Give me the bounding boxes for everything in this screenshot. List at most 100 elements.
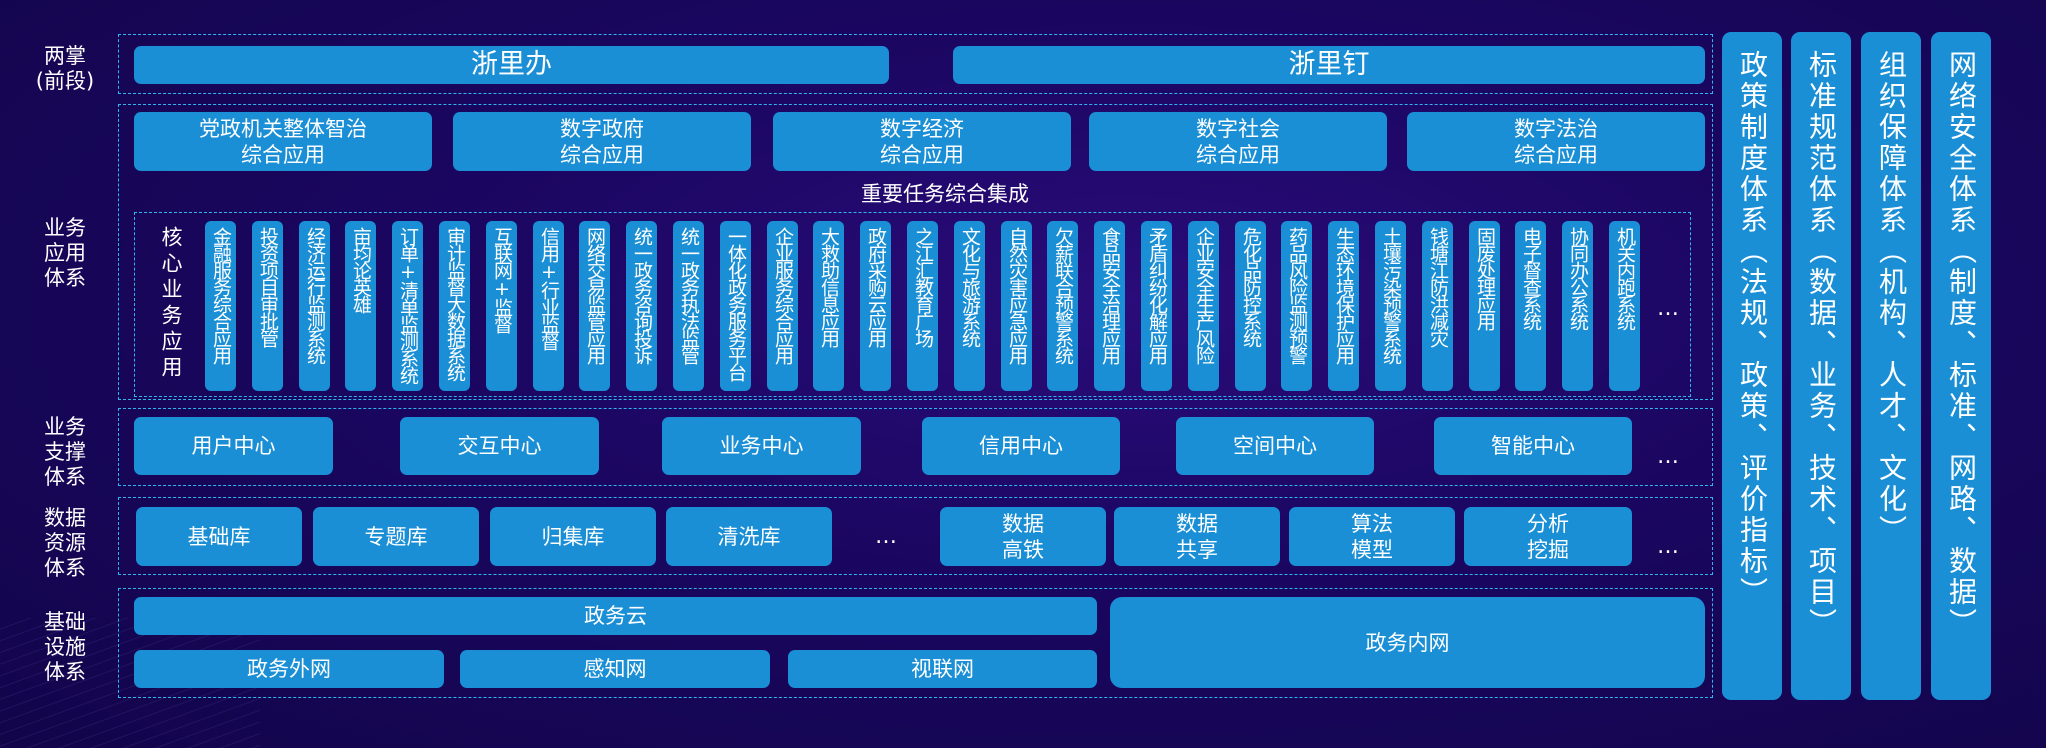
intelligence-center[interactable]: 智能中心 (1434, 417, 1632, 475)
sensing-network[interactable]: 感知网 (460, 650, 770, 688)
government-intranet[interactable]: 政务内网 (1110, 597, 1705, 688)
core-app-item[interactable]: 统一政务咨询投诉 (626, 221, 657, 391)
government-cloud[interactable]: 政务云 (134, 597, 1097, 635)
layer-label-frontend: 两掌 (前段) (15, 44, 115, 94)
core-app-item[interactable]: 矛盾纠纷化解应用 (1141, 221, 1172, 391)
core-app-label: 文化与旅游系统 (959, 227, 981, 346)
core-apps-label: 核心业务应用 (159, 226, 183, 382)
standards-system-column[interactable]: 标准规范体系（数据、业务、技术、项目） (1791, 32, 1851, 700)
app-line: 综合应用 (1514, 142, 1598, 167)
label-line: 体系 (44, 465, 86, 489)
cleansing-library[interactable]: 清洗库 (666, 507, 832, 566)
core-app-item[interactable]: 生态环境保护应用 (1328, 221, 1359, 391)
app-digital-society[interactable]: 数字社会综合应用 (1089, 112, 1387, 171)
core-apps-panel (134, 212, 1691, 397)
core-app-item[interactable]: 电子督查系统 (1515, 221, 1546, 391)
core-app-item[interactable]: 之江汇教育广场 (907, 221, 938, 391)
user-center[interactable]: 用户中心 (134, 417, 333, 475)
core-app-item[interactable]: 统一政务执法监管 (673, 221, 704, 391)
spatial-center[interactable]: 空间中心 (1176, 417, 1374, 475)
core-app-item[interactable]: 食品安全治理应用 (1094, 221, 1125, 391)
app-line: 综合应用 (1196, 142, 1280, 167)
label-line: 设施 (44, 635, 86, 659)
core-app-label: 电子督查系统 (1520, 227, 1542, 329)
app-party-government[interactable]: 党政机关整体智治综合应用 (134, 112, 432, 171)
core-app-label: 一体化政务服务平台 (725, 227, 747, 380)
credit-center[interactable]: 信用中心 (922, 417, 1120, 475)
standards-system-text: 标准规范体系（数据、业务、技术、项目） (1805, 50, 1838, 639)
security-system-column[interactable]: 网络安全体系（制度、标准、网路、数据） (1931, 32, 1991, 700)
core-app-item[interactable]: 金融服务综合应用 (205, 221, 236, 391)
label-line: 两掌 (44, 44, 86, 68)
core-app-item[interactable]: 一体化政务服务平台 (720, 221, 751, 391)
core-app-item[interactable]: 钱塘江防洪减灾 (1422, 221, 1453, 391)
label-line: 资源 (44, 531, 86, 555)
label-line: 体系 (44, 266, 86, 290)
organization-system-column[interactable]: 组织保障体系（机构、人才、文化） (1861, 32, 1921, 700)
app-line: 综合应用 (241, 142, 325, 167)
core-app-label: 生态环境保护应用 (1333, 227, 1355, 363)
layer-label-business-support: 业务 支撑 体系 (15, 415, 115, 490)
app-digital-economy[interactable]: 数字经济综合应用 (773, 112, 1071, 171)
core-app-item[interactable]: 土壤污染预警系统 (1375, 221, 1406, 391)
service-line: 模型 (1351, 537, 1393, 562)
interaction-center[interactable]: 交互中心 (400, 417, 599, 475)
core-app-item[interactable]: 机关内跑系统 (1609, 221, 1640, 391)
label-line: 基础 (44, 610, 86, 634)
core-app-label: 订单+清单监测系统 (397, 227, 419, 383)
core-app-label: 大救助信息应用 (818, 227, 840, 346)
zheliban-box[interactable]: 浙里办 (134, 46, 889, 84)
layer-label-infrastructure: 基础 设施 体系 (15, 610, 115, 685)
service-line: 高铁 (1002, 537, 1044, 562)
government-extranet[interactable]: 政务外网 (134, 650, 444, 688)
core-app-item[interactable]: 订单+清单监测系统 (392, 221, 423, 391)
core-app-item[interactable]: 经济运行监测系统 (299, 221, 330, 391)
collection-library[interactable]: 归集库 (490, 507, 656, 566)
service-line: 共享 (1176, 537, 1218, 562)
core-app-item[interactable]: 自然灾害应急应用 (1001, 221, 1032, 391)
core-app-item[interactable]: 企业服务综合应用 (767, 221, 798, 391)
data-sharing[interactable]: 数据共享 (1114, 507, 1280, 566)
core-app-item[interactable]: 企业安全生产风险 (1188, 221, 1219, 391)
core-app-item[interactable]: 固废处理应用 (1469, 221, 1500, 391)
core-app-item[interactable]: 文化与旅游系统 (954, 221, 985, 391)
core-app-label: 固废处理应用 (1474, 227, 1496, 329)
core-app-item[interactable]: 大救助信息应用 (813, 221, 844, 391)
core-app-item[interactable]: 药品风险监测预警 (1281, 221, 1312, 391)
algorithm-model[interactable]: 算法模型 (1289, 507, 1455, 566)
core-app-item[interactable]: 网络交易监管应用 (579, 221, 610, 391)
core-app-item[interactable]: 投资项目审批管 (252, 221, 283, 391)
app-line: 数字经济 (880, 116, 964, 141)
video-network[interactable]: 视联网 (788, 650, 1097, 688)
data-express[interactable]: 数据高铁 (940, 507, 1106, 566)
core-app-item[interactable]: 政府采购云应用 (860, 221, 891, 391)
core-app-item[interactable]: 欠薪联合预警系统 (1047, 221, 1078, 391)
zheliding-box[interactable]: 浙里钉 (953, 46, 1705, 84)
app-digital-rule-of-law[interactable]: 数字法治综合应用 (1407, 112, 1705, 171)
policy-system-text: 政策制度体系（法规、政策、评价指标） (1736, 50, 1769, 608)
policy-system-column[interactable]: 政策制度体系（法规、政策、评价指标） (1722, 32, 1782, 700)
core-app-item[interactable]: 协同办公系统 (1562, 221, 1593, 391)
core-app-label: 药品风险监测预警 (1286, 227, 1308, 363)
core-app-label: 之江汇教育广场 (912, 227, 934, 346)
app-digital-government[interactable]: 数字政府综合应用 (453, 112, 751, 171)
label-line: 体系 (44, 660, 86, 684)
basic-library[interactable]: 基础库 (136, 507, 302, 566)
core-app-label: 欠薪联合预警系统 (1052, 227, 1074, 363)
core-app-label: 钱塘江防洪减灾 (1427, 227, 1449, 346)
topic-library[interactable]: 专题库 (313, 507, 479, 566)
core-app-item[interactable]: 亩均论英雄 (345, 221, 376, 391)
analysis-mining[interactable]: 分析挖掘 (1464, 507, 1632, 566)
core-app-item[interactable]: 审计监督大数据系统 (439, 221, 470, 391)
core-app-item[interactable]: 互联网+监督 (486, 221, 517, 391)
core-app-label: 统一政务执法监管 (678, 227, 700, 363)
core-app-item[interactable]: 危化品防控系统 (1235, 221, 1266, 391)
support-ellipsis: … (1657, 444, 1679, 469)
core-app-item[interactable]: 信用+行业监督 (533, 221, 564, 391)
layer-label-business-app: 业务 应用 体系 (15, 216, 115, 291)
frontend-panel (118, 34, 1713, 94)
core-app-label: 企业安全生产风险 (1193, 227, 1215, 363)
layer-label-data-resource: 数据 资源 体系 (15, 506, 115, 581)
core-app-label: 企业服务综合应用 (772, 227, 794, 363)
business-center[interactable]: 业务中心 (662, 417, 861, 475)
